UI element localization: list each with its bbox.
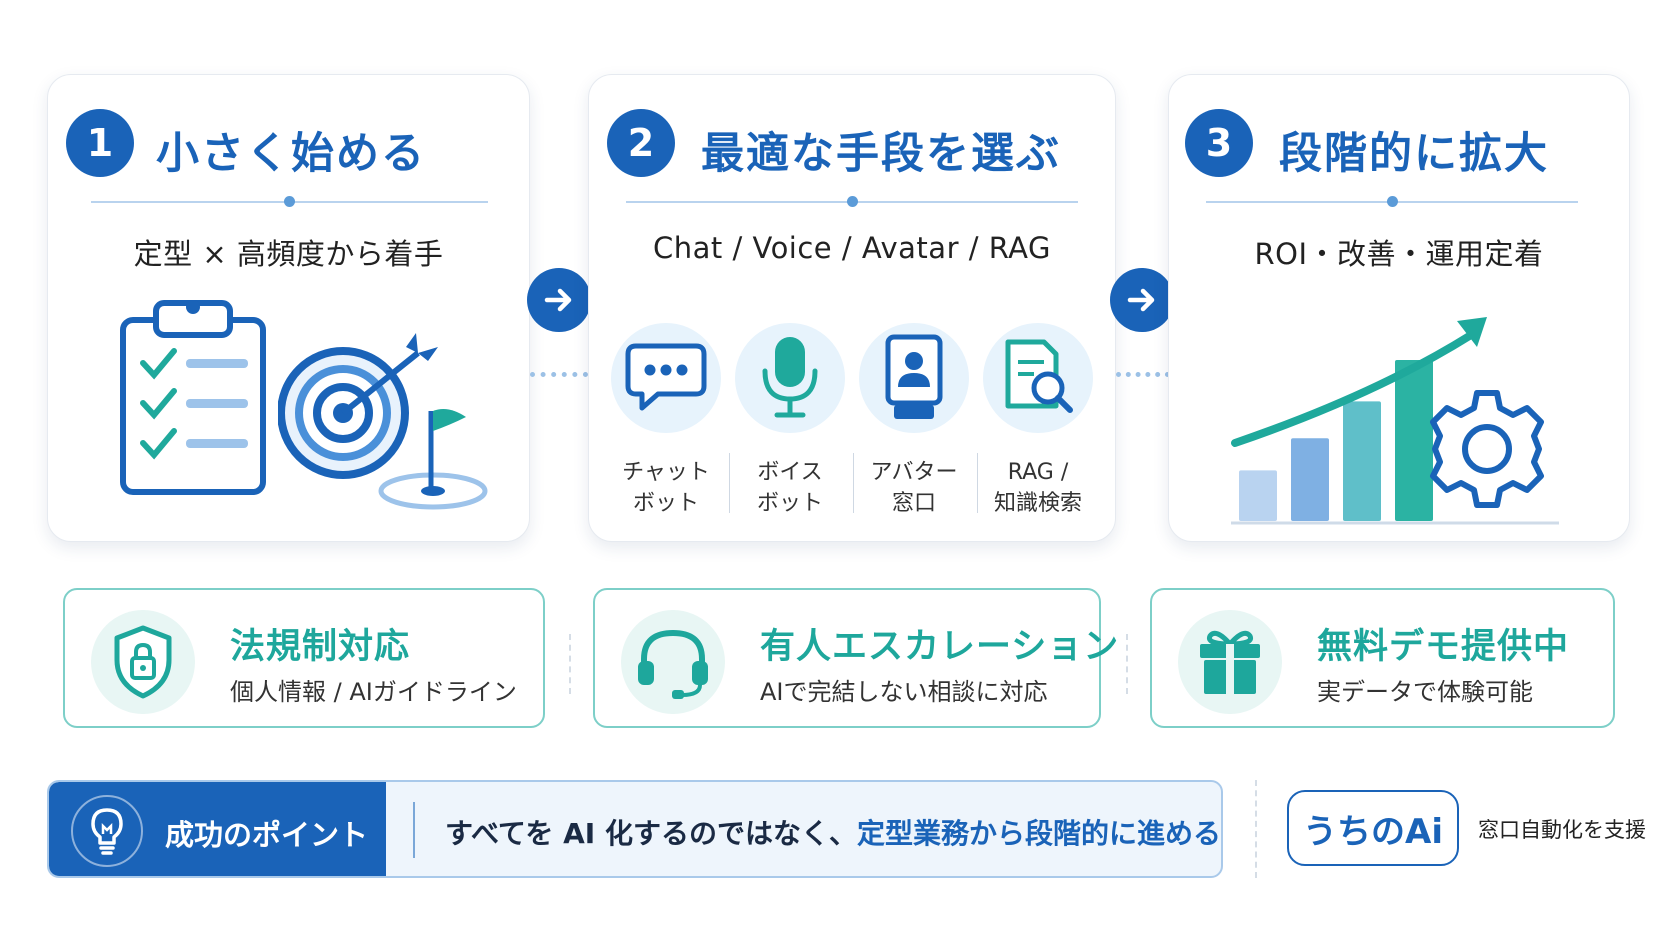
divider-dot	[284, 196, 295, 207]
step-subtitle: 定型 × 高頻度から着手	[133, 237, 444, 271]
clipboard-checklist-icon	[120, 300, 266, 495]
feature-subtitle: 実データで体験可能	[1317, 678, 1533, 706]
next-step-arrow-1	[527, 268, 591, 332]
channel-voicebot: ボイス ボット	[735, 323, 845, 516]
step-card-2: 2 最適な手段を選ぶ Chat / Voice / Avatar / RAG チ…	[588, 74, 1116, 542]
success-point-banner: 成功のポイント すべてを AI 化するのではなく、定型業務から段階的に進める	[47, 780, 1223, 878]
channel-rag: RAG / 知識検索	[983, 323, 1093, 516]
feature-title: 有人エスカレーション	[760, 627, 1120, 667]
feature-subtitle: AIで完結しない相談に対応	[760, 678, 1048, 706]
brand-logo: うちのAi	[1287, 790, 1459, 866]
step-number-badge: 3	[1185, 109, 1253, 177]
arrow-right-icon	[544, 288, 572, 312]
feature-icon-bg	[621, 610, 725, 714]
feature-separator	[1126, 634, 1128, 694]
connector-dots	[530, 372, 588, 377]
feature-icon-bg	[1178, 610, 1282, 714]
channel-separator	[977, 453, 978, 513]
channel-label: ボイス ボット	[756, 460, 823, 516]
success-point-header: 成功のポイント	[49, 782, 386, 876]
channel-separator	[853, 453, 854, 513]
channel-label: チャット ボット	[622, 460, 710, 516]
next-step-arrow-2	[1110, 268, 1174, 332]
gift-icon	[1200, 630, 1260, 694]
channel-chatbot: チャット ボット	[611, 323, 721, 516]
step-title: 最適な手段を選ぶ	[701, 129, 1061, 179]
success-point-label: 成功のポイント	[165, 818, 369, 852]
connector-dots	[1116, 372, 1170, 377]
growth-bar	[1239, 470, 1277, 521]
feature-icon-bg	[91, 610, 195, 714]
growth-bar	[1291, 438, 1329, 521]
lightbulb-icon-bg	[71, 795, 143, 867]
channel-separator	[729, 453, 730, 513]
headset-icon	[638, 629, 708, 699]
step-subtitle: Chat / Voice / Avatar / RAG	[653, 231, 1051, 265]
feature-separator	[569, 634, 571, 694]
feature-card-compliance: 法規制対応 個人情報 / AIガイドライン	[63, 588, 545, 728]
feature-card-free-demo: 無料デモ提供中 実データで体験可能	[1150, 588, 1615, 728]
point-text-highlight: 定型業務から段階的に進める	[856, 817, 1221, 850]
channel-icon-bg	[859, 323, 969, 433]
channel-icon-bg	[983, 323, 1093, 433]
success-point-text: すべてを AI 化するのではなく、定型業務から段階的に進める	[445, 812, 1221, 852]
document-search-icon	[1005, 339, 1073, 413]
avatar-kiosk-icon	[885, 334, 943, 419]
step-card-3: 3 段階的に拡大 ROI・改善・運用定着	[1168, 74, 1630, 542]
microphone-icon	[762, 337, 818, 418]
step-title: 小さく始める	[156, 129, 426, 179]
divider-dot	[1387, 196, 1398, 207]
step-number-badge: 1	[66, 109, 134, 177]
shield-lock-icon	[114, 625, 172, 699]
brand-separator	[1255, 780, 1257, 878]
chat-bubble-icon	[625, 343, 707, 411]
step-card-1: 1 小さく始める 定型 × 高頻度から着手	[47, 74, 530, 542]
step-title: 段階的に拡大	[1279, 129, 1549, 179]
target-dart-icon	[278, 333, 488, 510]
step-subtitle: ROI・改善・運用定着	[1254, 237, 1544, 271]
feature-subtitle: 個人情報 / AIガイドライン	[230, 678, 517, 706]
arrow-right-icon	[1127, 288, 1155, 312]
feature-title: 法規制対応	[230, 627, 411, 667]
growth-bar	[1395, 360, 1433, 521]
channel-icon-bg	[611, 323, 721, 433]
step-number-badge: 2	[607, 109, 675, 177]
channel-label: アバター 窓口	[870, 460, 958, 516]
point-text-plain: すべてを AI 化するのではなく、	[445, 817, 857, 850]
feature-card-escalation: 有人エスカレーション AIで完結しない相談に対応	[593, 588, 1118, 728]
feature-title: 無料デモ提供中	[1317, 627, 1570, 667]
divider-dot	[847, 196, 858, 207]
brand-tagline: 窓口自動化を支援	[1478, 818, 1646, 842]
channel-label: RAG / 知識検索	[993, 460, 1082, 516]
channel-icon-bg	[735, 323, 845, 433]
banner-divider	[413, 802, 415, 858]
growth-chart-icon	[1231, 317, 1559, 525]
growth-bar	[1343, 401, 1381, 521]
lightbulb-icon	[91, 808, 123, 855]
channel-avatar: アバター 窓口	[859, 323, 969, 516]
